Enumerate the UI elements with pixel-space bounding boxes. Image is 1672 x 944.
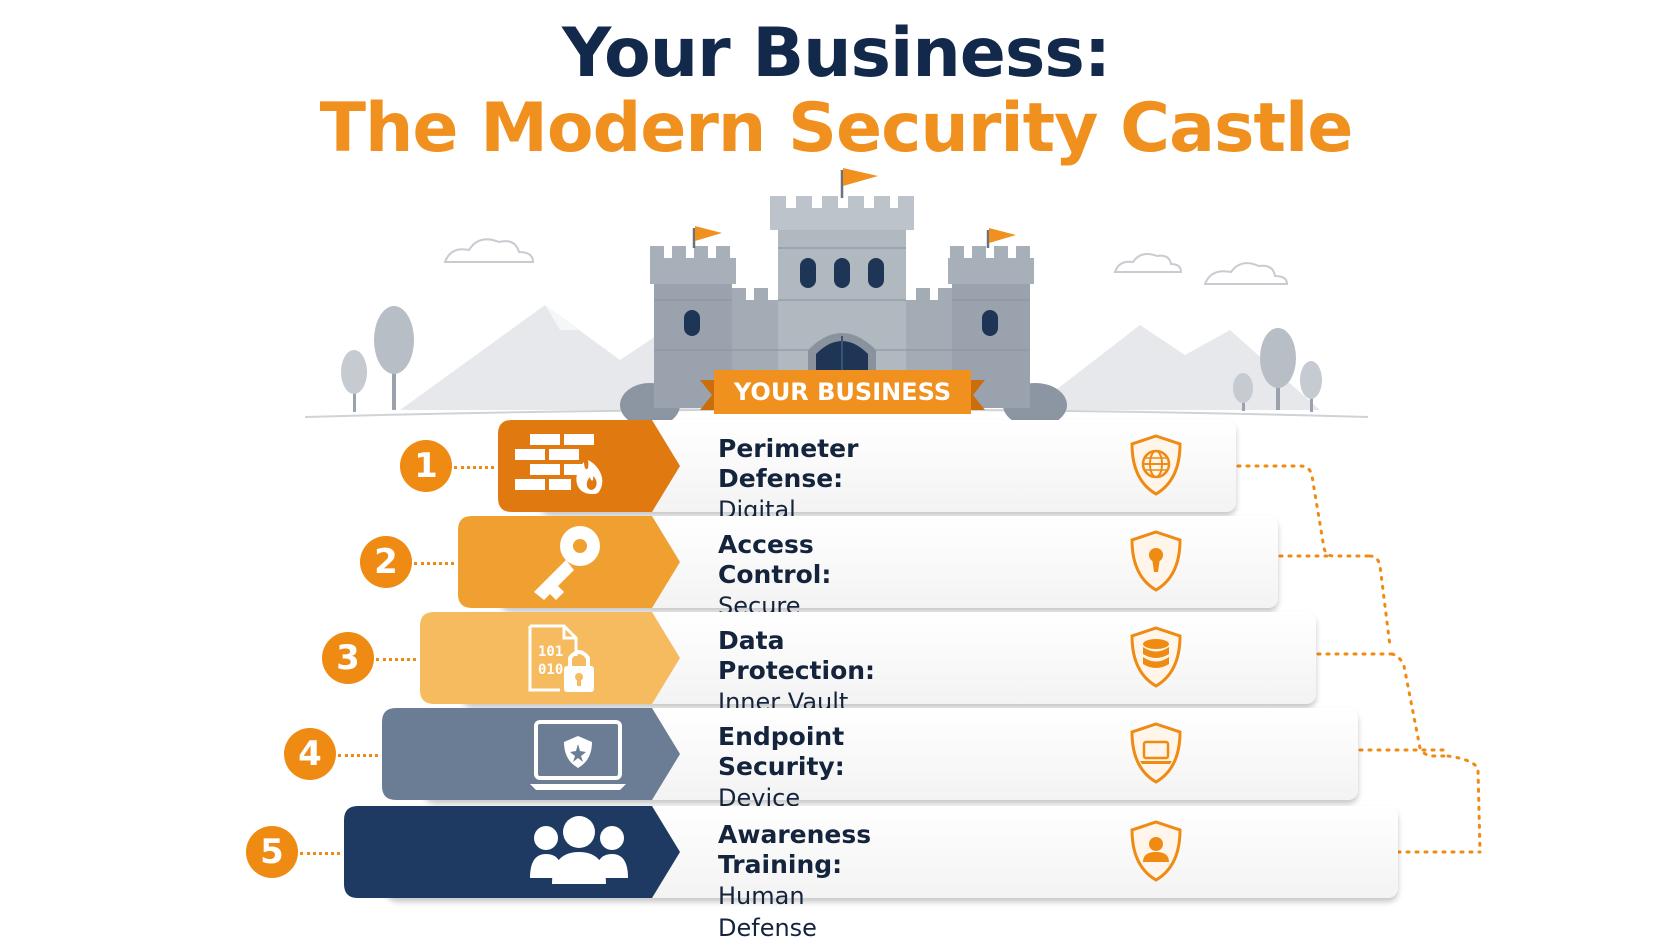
laptop-shield-badge-icon xyxy=(1128,722,1184,791)
globe-shield-icon xyxy=(1128,434,1184,503)
layer-heading: Data Protection: xyxy=(718,626,876,685)
step-connector-dots xyxy=(300,852,340,855)
svg-text:101: 101 xyxy=(538,644,563,660)
laptop-shield-icon xyxy=(530,720,626,790)
flag-icon xyxy=(692,168,1016,248)
step-number-badge: 1 xyxy=(400,440,452,492)
trees-right-icon xyxy=(1233,328,1322,412)
step-connector-dots xyxy=(414,562,454,565)
layer-icon-badge xyxy=(344,806,680,898)
layer-text: Data Protection: Inner Vault xyxy=(718,626,875,718)
layer-heading: Awareness Training: xyxy=(718,820,872,879)
encrypted-file-icon: 101 010 xyxy=(528,624,594,692)
step-connector-dots xyxy=(338,754,378,757)
step-number-badge: 3 xyxy=(322,632,374,684)
layer-icon-badge: 101 010 xyxy=(420,612,680,704)
step-number-badge: 5 xyxy=(246,826,298,878)
banner-label: YOUR BUSINESS xyxy=(733,378,952,406)
layer-subtitle: Human Defense xyxy=(718,882,817,942)
mountains-left xyxy=(400,305,720,410)
step-number-badge: 4 xyxy=(284,728,336,780)
banner-ribbon xyxy=(700,370,985,414)
layer-heading: Access Control: xyxy=(718,530,832,589)
svg-text:010: 010 xyxy=(538,662,563,678)
cloud-left-icon xyxy=(443,238,535,263)
database-shield-icon xyxy=(1128,626,1184,695)
step-connector-dots xyxy=(376,658,416,661)
step-number-badge: 2 xyxy=(360,536,412,588)
layer-text: Awareness Training: Human Defense xyxy=(718,820,871,944)
cloud-right-icon xyxy=(1113,253,1289,285)
page-subtitle: The Modern Security Castle xyxy=(319,89,1354,168)
keyhole-shield-icon xyxy=(1128,530,1184,599)
layer-icon-badge xyxy=(458,516,680,608)
layer-icon-badge xyxy=(498,420,680,512)
firewall-icon xyxy=(515,434,603,494)
step-connector-dots xyxy=(454,466,494,469)
people-icon xyxy=(530,816,628,884)
layer-icon-badge xyxy=(382,708,680,800)
person-shield-icon xyxy=(1128,820,1184,889)
key-icon xyxy=(534,526,600,600)
layer-heading: Endpoint Security: xyxy=(718,722,845,781)
layer-heading: Perimeter Defense: xyxy=(718,434,859,493)
trees-left-icon xyxy=(341,306,414,412)
page-title: Your Business: xyxy=(561,14,1111,93)
